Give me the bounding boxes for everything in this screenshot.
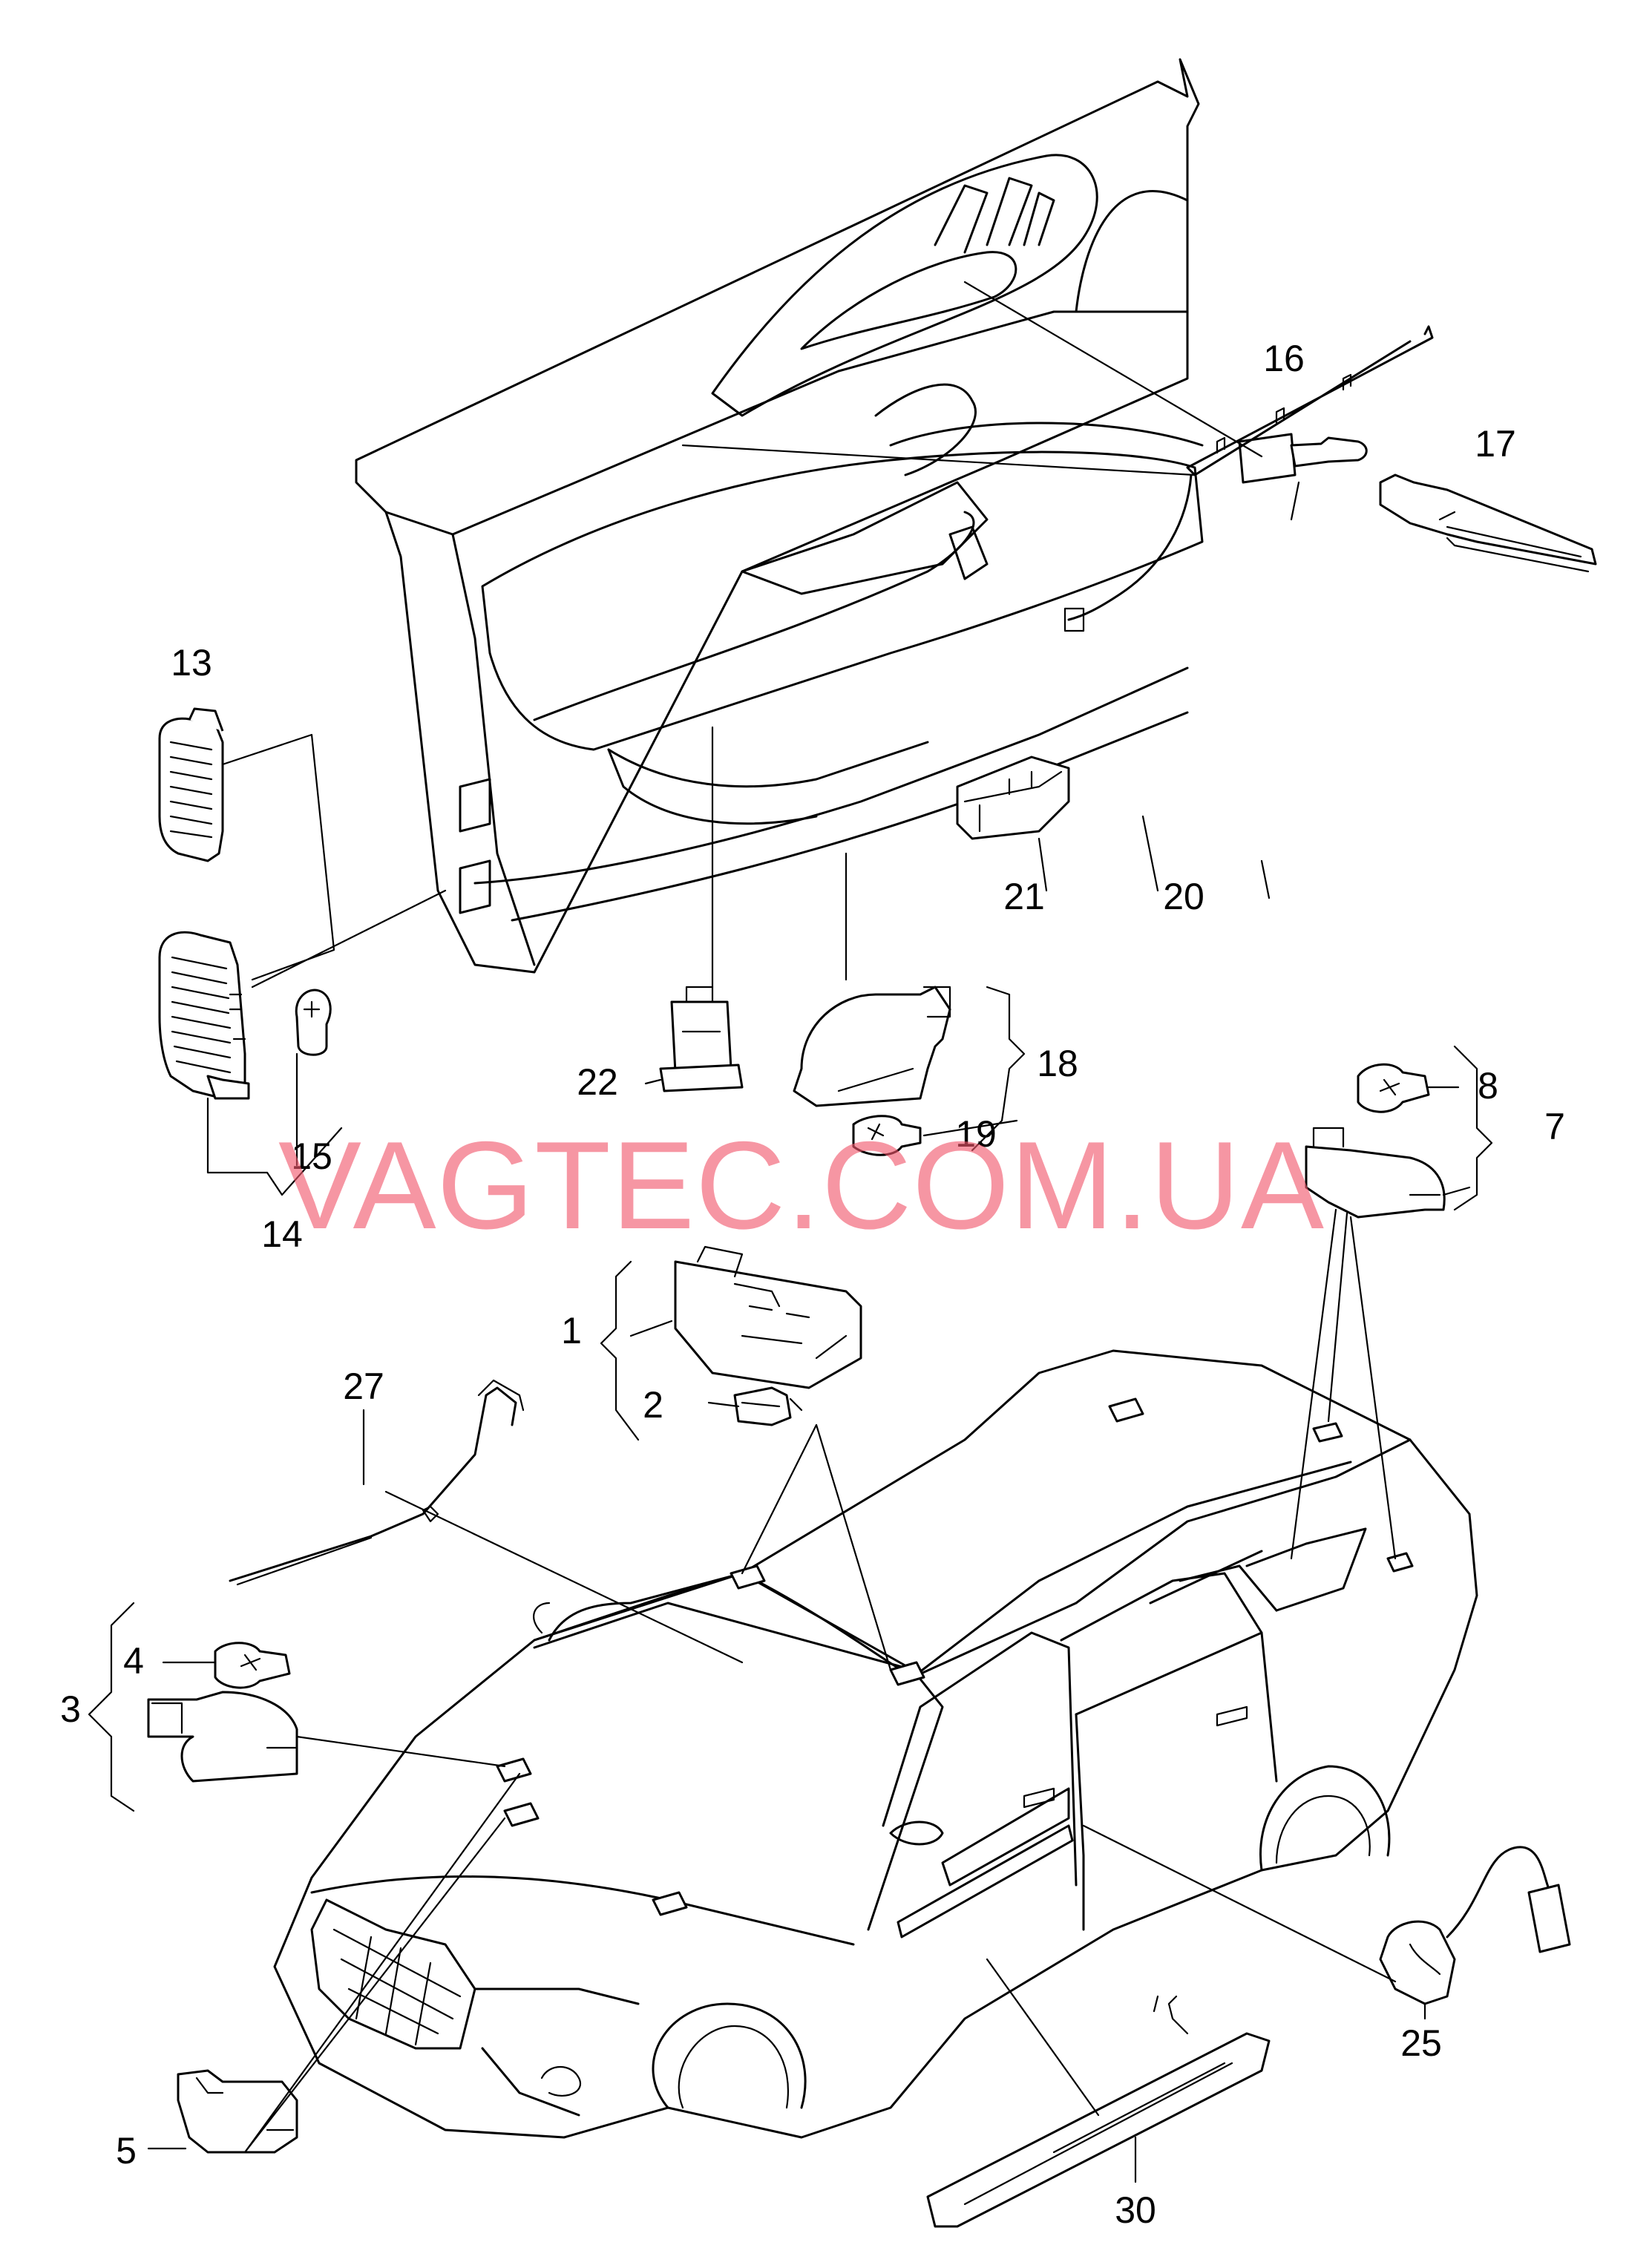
label-1: 1 xyxy=(561,1310,582,1351)
part-17-light-strip xyxy=(1379,473,1597,573)
part-13-reflector xyxy=(158,707,224,862)
part-27-wiring xyxy=(229,1379,525,1586)
part-3-light xyxy=(147,1691,298,1783)
part-25-light xyxy=(1379,1846,1571,2005)
part-16-bulb-holder xyxy=(1238,433,1368,484)
part-4-bulb xyxy=(214,1642,291,1689)
label-18: 18 xyxy=(1037,1043,1078,1084)
part-8-bulb xyxy=(1357,1063,1430,1113)
leader-lines xyxy=(147,281,1471,2183)
part-14-door-light xyxy=(158,931,250,1100)
part-7-light xyxy=(1305,1127,1446,1219)
part-2-bulb xyxy=(733,1386,803,1426)
part-22-switch xyxy=(659,986,744,1092)
label-13: 13 xyxy=(171,642,212,684)
label-14: 14 xyxy=(261,1213,303,1255)
part-5-light xyxy=(177,2069,298,2154)
brackets xyxy=(88,986,1493,1812)
label-8: 8 xyxy=(1478,1065,1498,1107)
part-20-wiring xyxy=(1063,325,1434,632)
label-4: 4 xyxy=(123,1640,144,1682)
part-21-module xyxy=(956,756,1070,840)
watermark: VAGTEC.COM.UA xyxy=(278,1115,1325,1255)
label-19: 19 xyxy=(955,1113,997,1155)
label-17: 17 xyxy=(1475,423,1516,465)
label-22: 22 xyxy=(577,1061,618,1103)
label-7: 7 xyxy=(1544,1106,1565,1147)
label-5: 5 xyxy=(116,2130,137,2172)
label-27: 27 xyxy=(343,1366,384,1407)
label-15: 15 xyxy=(291,1135,332,1177)
door-panel xyxy=(355,58,1204,974)
label-16: 16 xyxy=(1263,338,1305,379)
label-30: 30 xyxy=(1115,2189,1156,2231)
car-light-pads xyxy=(496,1397,1414,1938)
part-15-bulb xyxy=(295,989,332,1056)
part-1-interior-light xyxy=(674,1245,862,1389)
label-20: 20 xyxy=(1163,876,1204,917)
car-illustration xyxy=(273,1349,1478,2139)
label-2: 2 xyxy=(643,1384,663,1426)
callout-labels: 1 2 3 4 5 7 8 13 14 15 16 17 18 19 20 21… xyxy=(60,338,1565,2231)
label-3: 3 xyxy=(60,1688,81,1730)
part-18-courtesy-light xyxy=(793,986,951,1107)
part-30-sill-trim xyxy=(926,1995,1271,2228)
part-19-bulb xyxy=(852,1115,922,1156)
label-21: 21 xyxy=(1003,876,1045,917)
label-25: 25 xyxy=(1400,2022,1442,2064)
